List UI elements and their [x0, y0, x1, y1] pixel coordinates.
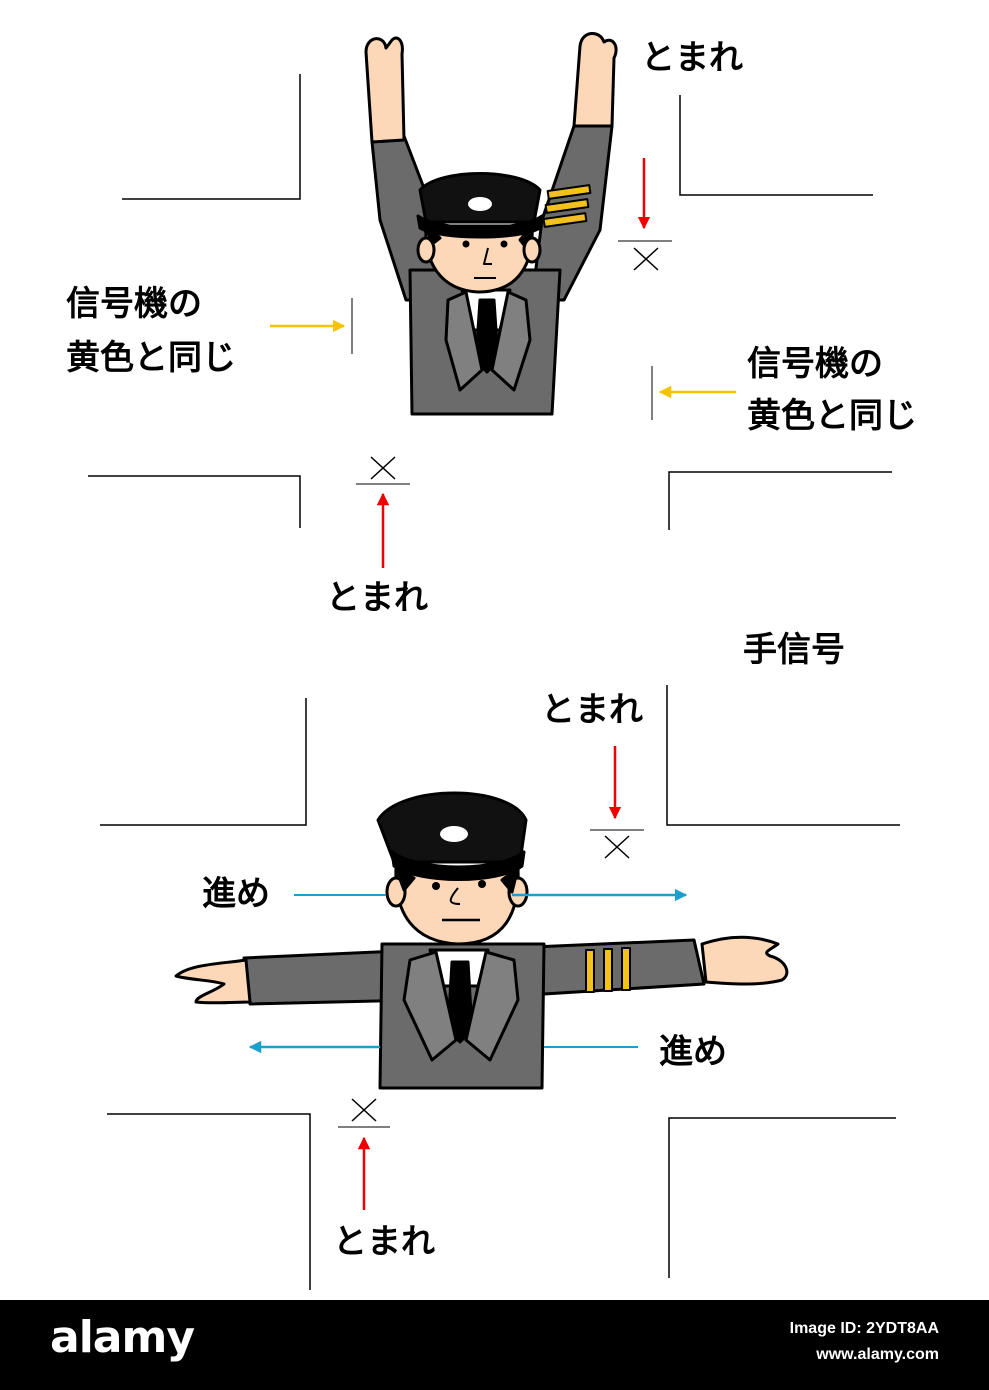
road-bottom-top-right-corner: [666, 685, 900, 826]
right-raised-hand: [572, 32, 618, 128]
officer-arms-raised: [364, 32, 618, 416]
bottom-cross-mark-bottom: [351, 1098, 377, 1122]
road-top-left-corner: [122, 74, 301, 200]
label-top-stop-bottom: とまれ: [326, 578, 428, 618]
hand-signal-diagram: とまれ とまれ 信号機の 黄色と同じ 信号機の 黄色と同じ 手信号 とまれ とま…: [66, 32, 917, 1290]
diagram-canvas: [88, 32, 900, 1290]
top-cross-mark-right: [633, 247, 659, 271]
label-yellow-right-line1: 信号機の: [747, 344, 883, 384]
label-yellow-right-line2: 黄色と同じ: [747, 396, 917, 436]
right-extended-hand: [700, 935, 789, 986]
bottom-cross-mark-top: [604, 835, 630, 859]
left-extended-hand: [174, 958, 252, 1005]
top-intersection-roads: [88, 74, 892, 530]
label-section-title: 手信号: [743, 630, 845, 670]
site-url-text: www.alamy.com: [816, 1346, 939, 1363]
label-yellow-left-line1: 信号機の: [66, 284, 202, 324]
arm-stripes: [585, 947, 631, 993]
watermark-footer: alamy Image ID: 2YDT8AA www.alamy.com: [0, 1300, 989, 1390]
label-bottom-stop-bottom: とまれ: [333, 1222, 435, 1262]
bottom-intersection-roads: [100, 685, 900, 1290]
left-raised-hand: [364, 36, 406, 144]
road-mid-left-corner: [88, 475, 301, 528]
image-id-text: Image ID: 2YDT8AA: [789, 1320, 939, 1337]
top-cross-mark-bottom: [370, 456, 396, 480]
arm-stripes: [542, 184, 592, 228]
road-bottom-top-left-corner: [100, 698, 307, 826]
alamy-logo: alamy: [50, 1312, 195, 1363]
road-bottom-low-left-corner: [107, 1113, 311, 1290]
road-bottom-low-right-corner: [668, 1117, 896, 1278]
officer-arms-extended: [174, 791, 789, 1090]
road-mid-right-corner: [668, 471, 892, 530]
road-top-right-corner: [679, 95, 873, 196]
label-top-stop-right: とまれ: [641, 38, 743, 78]
label-yellow-left-line2: 黄色と同じ: [66, 338, 236, 378]
label-bottom-stop-top: とまれ: [541, 690, 643, 730]
label-go-right: 進め: [659, 1032, 727, 1072]
label-go-left: 進め: [202, 874, 270, 914]
